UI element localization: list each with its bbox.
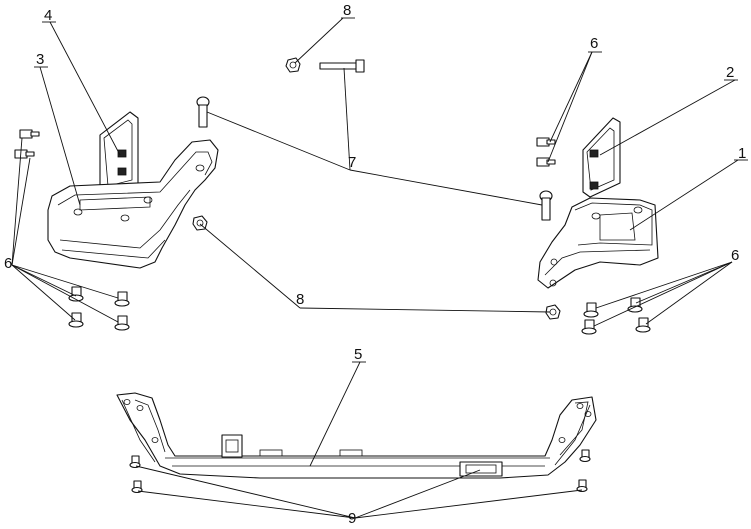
callout-7: 7 — [348, 154, 356, 171]
crossmember-bolts — [129, 449, 591, 494]
long-bolt-top — [319, 59, 365, 73]
right-upper-bolts — [536, 137, 556, 167]
callout-9: 9 — [348, 510, 356, 527]
callout-8-top: 8 — [343, 2, 351, 19]
callout-4: 4 — [44, 7, 52, 24]
callout-6-top: 6 — [590, 35, 598, 52]
callout-3: 3 — [36, 51, 44, 68]
bolt-vertical-left — [196, 96, 210, 128]
left-upper-bolts — [14, 129, 40, 159]
left-mount-bracket — [47, 111, 219, 269]
callout-labels: 4 3 8 6 2 1 7 8 6 6 5 9 — [4, 2, 748, 527]
callout-1: 1 — [738, 145, 746, 162]
callout-5: 5 — [354, 346, 362, 363]
nut-center-right — [545, 304, 561, 320]
callout-8-center: 8 — [296, 291, 304, 308]
left-lower-bolts — [68, 286, 130, 331]
leader-lines — [11, 17, 739, 519]
crossmember — [116, 392, 597, 479]
right-mount-bracket — [537, 117, 659, 289]
callout-6-left: 6 — [4, 255, 12, 272]
right-lower-bolts — [581, 297, 651, 335]
callout-6-right: 6 — [731, 247, 739, 264]
callout-2: 2 — [726, 64, 734, 81]
